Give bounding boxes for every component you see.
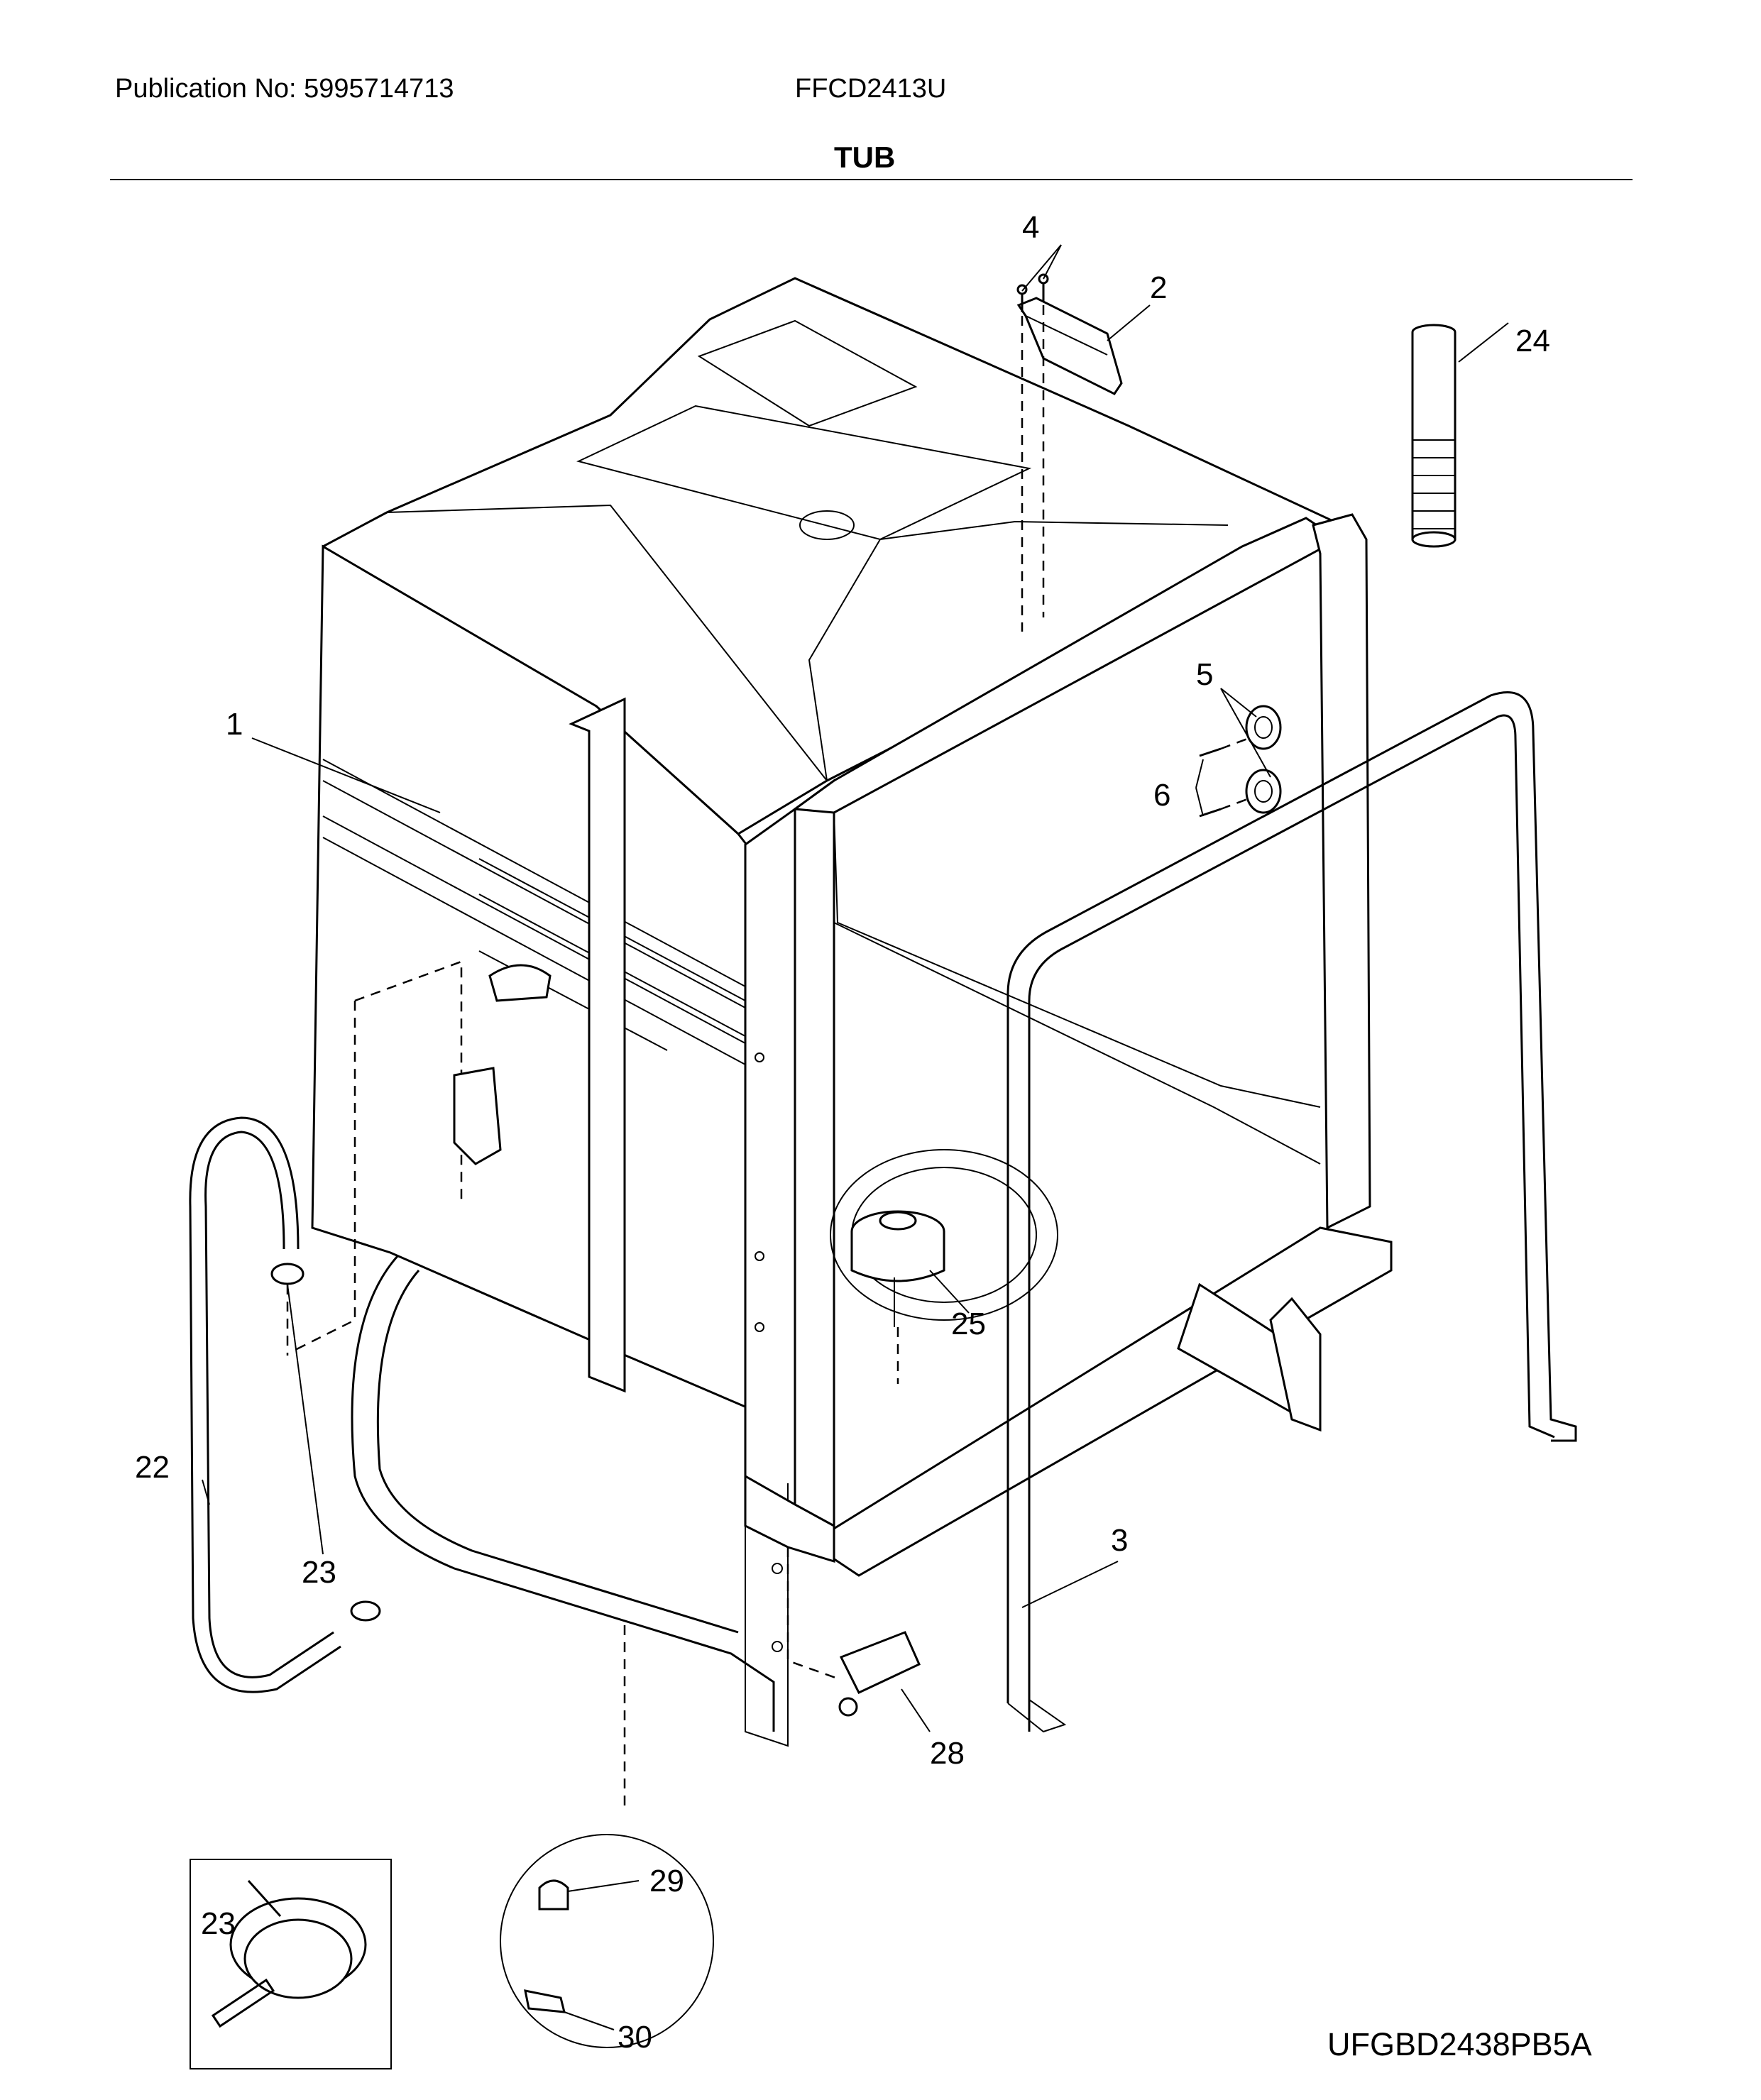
callout-4: 4	[1022, 210, 1039, 245]
callout-1: 1	[226, 707, 243, 742]
tub-body	[311, 277, 1393, 1747]
leader-lines	[202, 244, 1509, 1732]
callout-25: 25	[951, 1307, 986, 1341]
callout-5: 5	[1196, 657, 1213, 692]
part-4-screws	[1016, 273, 1049, 632]
callout-2: 2	[1150, 270, 1167, 305]
callout-23: 23	[302, 1555, 336, 1590]
publication-number: Publication No: 5995714713	[115, 74, 454, 104]
part-24-tube	[1411, 324, 1456, 548]
inset-circle-29-30	[500, 1625, 714, 2048]
part-28-switch	[786, 1547, 921, 1717]
part-3-gasket	[1006, 691, 1577, 1733]
callout-24: 24	[1515, 324, 1550, 358]
model-number: FFCD2413U	[795, 74, 947, 104]
side-detail-parts	[453, 964, 552, 1165]
callout-6: 6	[1153, 778, 1170, 813]
part-25-float	[850, 1210, 945, 1384]
part-6-screws	[1199, 737, 1250, 818]
hidden-lines	[290, 960, 463, 1353]
callout-30: 30	[618, 2020, 652, 2055]
part-2-bracket	[1016, 297, 1123, 395]
callout-labels: 1 2 3 4 5 6 22 23 24 25 28 23 29 30	[135, 210, 1550, 2055]
part-5-grommets	[1245, 705, 1282, 814]
callout-28: 28	[930, 1736, 965, 1771]
inset-clamp-23	[190, 1859, 392, 2069]
diagram-code: UFGBD2438PB5A	[1327, 2026, 1592, 2062]
callout-3: 3	[1111, 1523, 1128, 1558]
callout-23-inset: 23	[201, 1906, 236, 1941]
callout-29: 29	[649, 1864, 684, 1898]
part-23-clamps	[270, 1263, 381, 1622]
page-title: TUB	[834, 141, 896, 174]
part-22-hose	[189, 1116, 341, 1693]
header-divider	[110, 179, 1633, 180]
callout-22: 22	[135, 1450, 170, 1485]
